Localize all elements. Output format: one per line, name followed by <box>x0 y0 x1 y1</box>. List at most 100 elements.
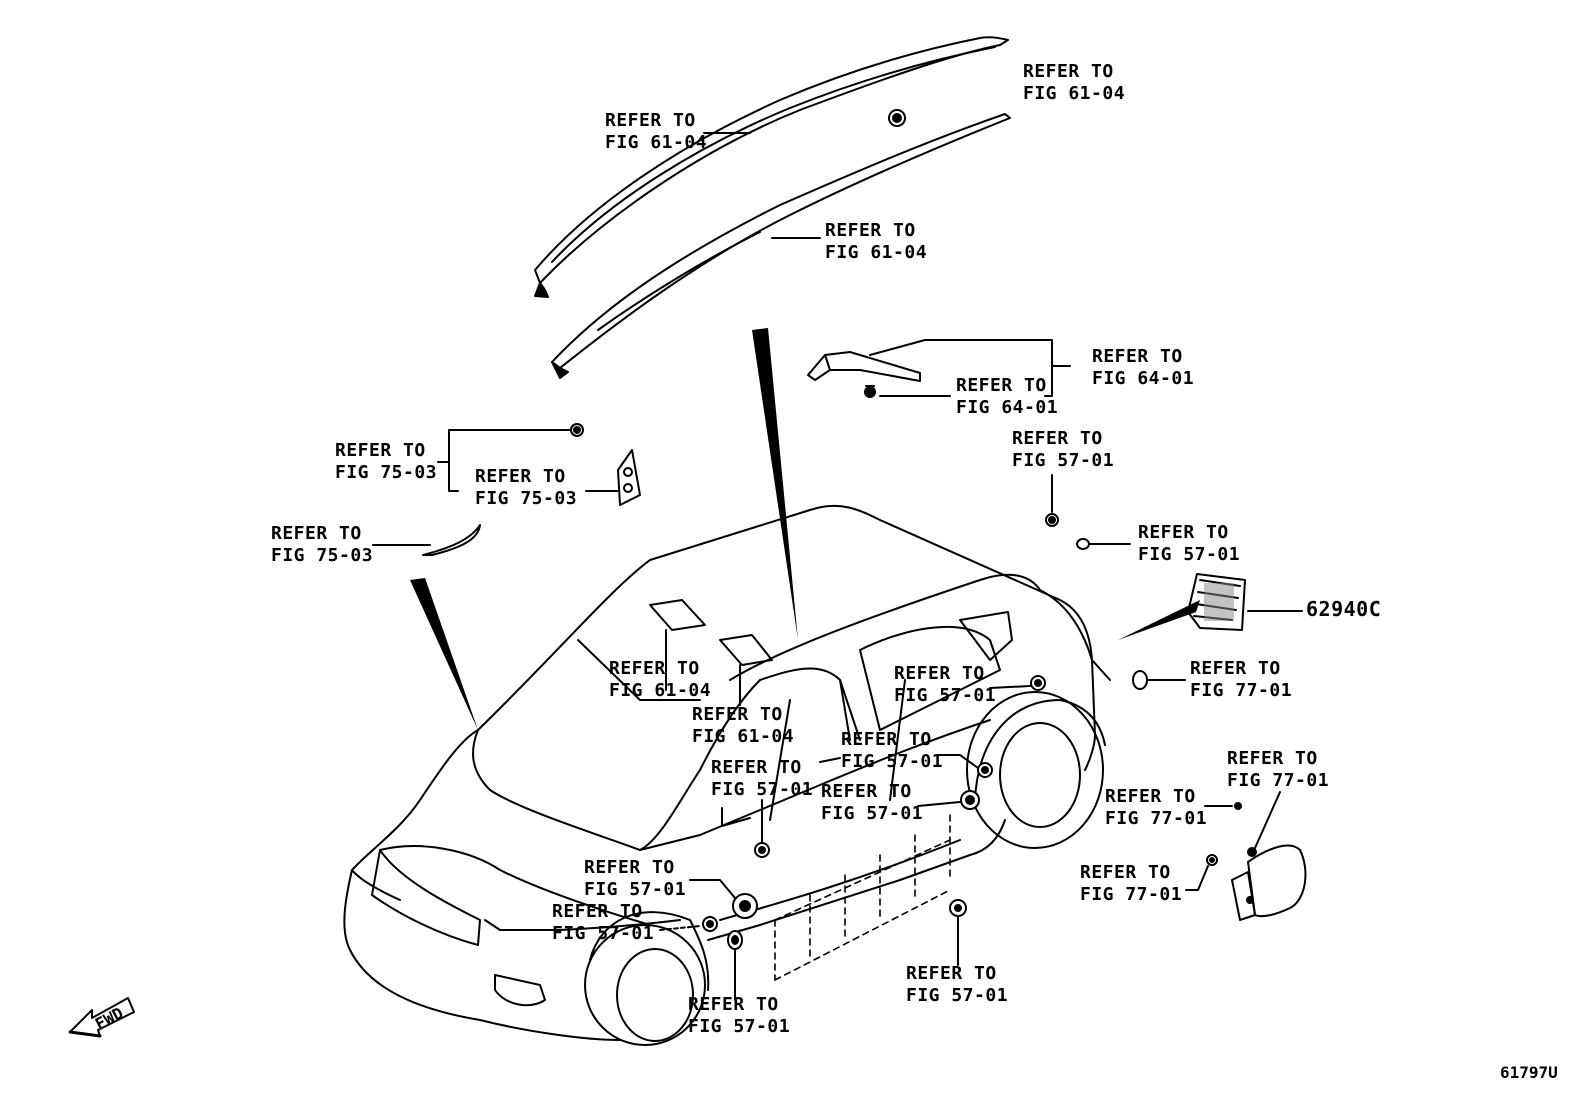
callout-spoiler-clip: REFER TO FIG 64-01 <box>956 375 1058 419</box>
callout-fig: FIG 57-01 <box>552 923 655 944</box>
callout-fig: FIG 57-01 <box>906 985 1009 1006</box>
callout-fuel-lid-clip: REFER TO FIG 77-01 <box>1105 786 1207 830</box>
roof-tape-front <box>649 599 706 631</box>
callout-fig: FIG 57-01 <box>821 803 924 824</box>
callout-roof-rail-clip: REFER TO FIG 61-04 <box>1023 61 1125 105</box>
callout-fig: FIG 77-01 <box>1080 884 1183 905</box>
leader-line <box>937 754 979 769</box>
part-number-62940c: 62940C <box>1306 597 1382 621</box>
callout-line: REFER TO <box>1138 522 1229 543</box>
fuel-filler-lid <box>1231 844 1307 921</box>
callout-fig: FIG 61-04 <box>609 680 712 701</box>
spoiler-clip <box>864 385 876 398</box>
body-plug-1 <box>1030 675 1046 691</box>
callout-line: REFER TO <box>584 857 675 878</box>
callout-line: REFER TO <box>906 963 997 984</box>
callout-line: REFER TO <box>1105 786 1196 807</box>
front-plug-2 <box>702 916 718 932</box>
callout-line: REFER TO <box>552 901 643 922</box>
callout-roof-tape-1: REFER TO FIG 61-04 <box>609 658 711 702</box>
callout-spoiler-group: REFER TO FIG 64-01 <box>1092 346 1194 390</box>
callout-fig: FIG 57-01 <box>584 879 687 900</box>
callout-roof-tape-2: REFER TO FIG 61-04 <box>692 704 794 748</box>
callout-rocker-plug-1: REFER TO FIG 57-01 <box>711 757 813 801</box>
callout-line: REFER TO <box>894 663 985 684</box>
callout-fuel-lid-spring: REFER TO FIG 77-01 <box>1080 862 1182 906</box>
callout-front-plug-1: REFER TO FIG 57-01 <box>584 857 686 901</box>
vehicle-body <box>343 504 1111 1046</box>
callout-roof-rail-right: REFER TO FIG 61-04 <box>825 220 927 264</box>
leader-lines <box>577 629 741 706</box>
pointer-wedge <box>410 578 478 730</box>
front-plug-1 <box>732 893 758 919</box>
quarter-vent-62940c <box>1187 573 1246 631</box>
callout-pillar-garnish: REFER TO FIG 75-03 <box>475 466 577 510</box>
leader-line <box>721 807 751 827</box>
leader-bracket <box>448 429 571 492</box>
callout-fig: FIG 77-01 <box>1227 770 1330 791</box>
callout-fig: FIG 75-03 <box>271 545 374 566</box>
callout-rocker-plug-2: REFER TO FIG 57-01 <box>906 963 1008 1007</box>
figure-id: 61797U <box>1500 1063 1558 1082</box>
rocker-plug-1 <box>754 842 770 858</box>
callout-line: REFER TO <box>335 440 426 461</box>
fuel-lid-spring <box>1234 802 1242 810</box>
rear-spoiler <box>807 351 921 382</box>
callout-line: REFER TO <box>692 704 783 725</box>
rocker-molding-dashed <box>774 814 951 981</box>
rear-bumper-plug <box>1132 670 1148 690</box>
pillar-clip <box>570 423 584 437</box>
leader-line <box>659 925 701 931</box>
callout-fig: FIG 77-01 <box>1190 680 1293 701</box>
callout-rear-bumper-plug: REFER TO FIG 77-01 <box>1190 658 1292 702</box>
callout-fig: FIG 57-01 <box>1012 450 1115 471</box>
leader-line <box>689 879 736 899</box>
body-plug-2 <box>977 762 993 778</box>
callout-fig: FIG 64-01 <box>956 397 1059 418</box>
callout-fig: FIG 57-01 <box>841 751 944 772</box>
callout-body-plug-2: REFER TO FIG 57-01 <box>841 729 943 773</box>
callout-fig: FIG 61-04 <box>1023 83 1126 104</box>
callout-line: REFER TO <box>956 375 1047 396</box>
callout-line: REFER TO <box>1012 428 1103 449</box>
callout-line: REFER TO <box>1227 748 1318 769</box>
pointer-wedge <box>752 328 798 640</box>
callout-line: REFER TO <box>271 523 362 544</box>
pointer-wedge <box>1118 600 1200 640</box>
callout-fig: FIG 57-01 <box>1138 544 1241 565</box>
callout-line: REFER TO <box>825 220 916 241</box>
callout-body-plug-3: REFER TO FIG 57-01 <box>821 781 923 825</box>
rear-quarter-plug-upper <box>1045 513 1059 527</box>
mirror-garnish <box>422 524 481 556</box>
callout-fig: FIG 64-01 <box>1092 368 1195 389</box>
callout-line: REFER TO <box>841 729 932 750</box>
callout-fig: FIG 61-04 <box>605 132 708 153</box>
callout-fig: FIG 77-01 <box>1105 808 1208 829</box>
callout-fig: FIG 61-04 <box>692 726 795 747</box>
callout-line: REFER TO <box>1092 346 1183 367</box>
leader-bracket <box>869 339 1053 397</box>
callout-fuel-lid: REFER TO FIG 77-01 <box>1227 748 1329 792</box>
callout-roof-rail-left: REFER TO FIG 61-04 <box>605 110 707 154</box>
callout-line: REFER TO <box>688 994 779 1015</box>
callout-rear-plug-upper: REFER TO FIG 57-01 <box>1012 428 1114 472</box>
callout-line: REFER TO <box>609 658 700 679</box>
callout-rear-plug-lower: REFER TO FIG 57-01 <box>1138 522 1240 566</box>
callout-line: REFER TO <box>1190 658 1281 679</box>
rear-quarter-plug-lower <box>1076 538 1090 550</box>
roof-rail-outer-molding <box>534 36 1009 298</box>
leader-line <box>989 685 1031 689</box>
pillar-garnish <box>617 449 641 506</box>
callout-mirror-garnish: REFER TO FIG 75-03 <box>271 523 373 567</box>
callout-fig: FIG 61-04 <box>825 242 928 263</box>
front-plug-3 <box>727 930 743 950</box>
leader-line <box>1254 791 1281 849</box>
callout-fig: FIG 57-01 <box>711 779 814 800</box>
leader-line <box>917 801 961 807</box>
callout-line: REFER TO <box>605 110 696 131</box>
callout-front-plug-2: REFER TO FIG 57-01 <box>552 901 654 945</box>
callout-line: REFER TO <box>475 466 566 487</box>
callout-front-plug-3: REFER TO FIG 57-01 <box>688 994 790 1038</box>
roof-rail-clip <box>888 109 906 127</box>
